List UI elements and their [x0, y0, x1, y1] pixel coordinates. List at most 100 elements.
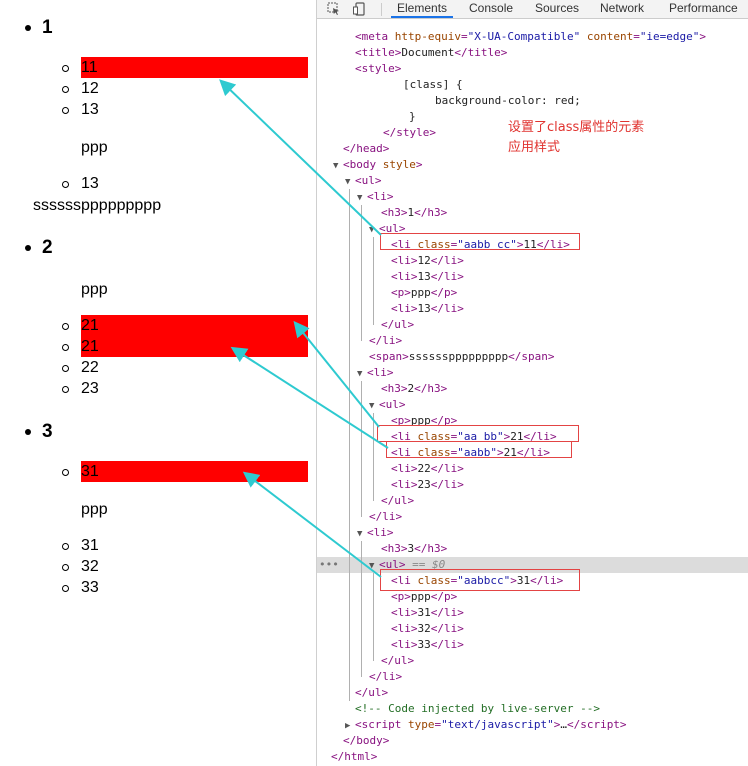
list-bullet [62, 65, 69, 72]
list-bullet [62, 344, 69, 351]
toolbar-divider [381, 3, 382, 16]
list-bullet [25, 25, 31, 31]
dom-node-li-aabb[interactable]: <li class="aabb">21</li> [391, 446, 550, 459]
rendered-page: 1 11 12 13 ppp 13 ssssssppppppppp 2 ppp … [0, 0, 316, 766]
list-bullet [25, 429, 31, 435]
dom-node-meta[interactable]: <meta http-equiv="X-UA-Compatible" conte… [355, 30, 707, 43]
dom-node-li-aabbcc[interactable]: <li class="aabbcc">31</li> [391, 574, 564, 587]
tab-elements[interactable]: Elements [391, 0, 454, 18]
dom-node-ul[interactable]: ▼<ul> [345, 174, 382, 187]
dom-node-p[interactable]: <p>ppp</p> [391, 286, 458, 299]
highlight-box-aa-bb [377, 425, 579, 442]
list-bullet [62, 585, 69, 592]
section-heading-1: 1 [42, 17, 53, 38]
list-bullet [62, 323, 69, 330]
css-close-brace: } [409, 110, 416, 123]
dom-node-li[interactable]: ▼<li> [357, 526, 394, 539]
dom-node-li-aa-bb[interactable]: <li class="aa bb">21</li> [391, 430, 557, 443]
paragraph-ppp: ppp [81, 281, 108, 298]
list-bullet [62, 181, 69, 188]
tab-console[interactable]: Console [469, 1, 514, 15]
list-item-21a: 21 [81, 315, 308, 336]
dom-node-h3-3[interactable]: <h3>3</h3> [381, 542, 448, 555]
dom-node-li-23[interactable]: <li>23</li> [391, 478, 464, 491]
dom-node-li-22[interactable]: <li>22</li> [391, 462, 464, 475]
highlight-box-aabb [386, 441, 572, 458]
dom-node-p[interactable]: <p>ppp</p> [391, 414, 458, 427]
dom-node-style-close: </style> [383, 126, 436, 139]
tree-guide [373, 413, 374, 501]
dom-node-ul-close: </ul> [381, 318, 415, 331]
tab-performance[interactable]: Performance [669, 1, 738, 15]
dom-node-li-32[interactable]: <li>32</li> [391, 622, 464, 635]
tab-network[interactable]: Network [600, 1, 645, 15]
list-item-31: 31 [81, 461, 308, 482]
dom-node-style[interactable]: <style> [355, 62, 402, 75]
dom-node-html-close: </html> [331, 750, 378, 763]
dom-node-li-12[interactable]: <li>12</li> [391, 254, 464, 267]
devtools-panel: Elements Console Sources Network Perform… [316, 0, 748, 766]
list-item-11: 11 [81, 57, 308, 78]
dom-node-body[interactable]: ▼<body style> [333, 158, 423, 171]
list-bullet [25, 245, 31, 251]
dom-node-li-aabb-cc[interactable]: <li class="aabb cc">11</li> [391, 238, 570, 251]
dom-node-h3-2[interactable]: <h3>2</h3> [381, 382, 448, 395]
list-bullet [62, 386, 69, 393]
dom-node-li[interactable]: ▼<li> [357, 366, 394, 379]
tree-guide [373, 573, 374, 661]
dom-node-li-close: </li> [369, 670, 403, 683]
dom-node-li-31[interactable]: <li>31</li> [391, 606, 464, 619]
dom-node-li-33[interactable]: <li>33</li> [391, 638, 464, 651]
tree-guide [349, 189, 350, 701]
device-toggle-icon[interactable] [353, 2, 367, 16]
list-item-12: 12 [81, 80, 99, 97]
highlight-box-aabb-cc [380, 233, 580, 250]
highlight-box-aabbcc [380, 569, 580, 591]
list-bullet [62, 365, 69, 372]
dom-node-p[interactable]: <p>ppp</p> [391, 590, 458, 603]
dom-node-comment[interactable]: <!-- Code injected by live-server --> [355, 702, 601, 715]
list-item-32: 32 [81, 558, 99, 575]
section-heading-2: 2 [42, 237, 53, 258]
paragraph-ppp: ppp [81, 501, 108, 518]
list-item-31b: 31 [81, 537, 99, 554]
list-item-22: 22 [81, 359, 99, 376]
dom-node-ul-close: </ul> [381, 494, 415, 507]
section-heading-3: 3 [42, 421, 53, 442]
list-bullet [62, 469, 69, 476]
list-bullet [62, 543, 69, 550]
dom-node-li-13b[interactable]: <li>13</li> [391, 302, 464, 315]
list-item-21b: 21 [81, 336, 308, 357]
css-declaration: background-color: red; [435, 94, 581, 107]
list-bullet [62, 107, 69, 114]
tree-guide [373, 237, 374, 325]
annotation-note: 设置了class属性的元素 应用样式 [508, 118, 644, 158]
tab-sources[interactable]: Sources [535, 1, 580, 15]
dom-node-ul[interactable]: ▼<ul> [369, 398, 406, 411]
dom-node-li-close: </li> [369, 510, 403, 523]
dom-node-ul-close: </ul> [355, 686, 389, 699]
devtools-toolbar: Elements Console Sources Network Perform… [317, 0, 748, 19]
more-actions-icon[interactable]: ••• [319, 558, 339, 571]
dom-node-body-close: </body> [343, 734, 390, 747]
dom-node-h3-1[interactable]: <h3>1</h3> [381, 206, 448, 219]
list-bullet [62, 564, 69, 571]
cursor-select-icon[interactable] [327, 2, 341, 16]
tree-guide [361, 205, 362, 341]
list-item-33: 33 [81, 579, 99, 596]
list-item-23: 23 [81, 380, 99, 397]
dom-node-span[interactable]: <span>ssssssppppppppp</span> [369, 350, 555, 363]
annotation-note-line2: 应用样式 [508, 140, 561, 155]
dom-node-li-13[interactable]: <li>13</li> [391, 270, 464, 283]
dom-node-ul-close: </ul> [381, 654, 415, 667]
dom-node-li[interactable]: ▼<li> [357, 190, 394, 203]
dom-node-script[interactable]: ▶<script type="text/javascript">…</scrip… [345, 718, 627, 731]
list-bullet [62, 86, 69, 93]
css-selector: [class] { [403, 78, 463, 91]
dom-node-title[interactable]: <title>Document</title> [355, 46, 508, 59]
span-text: ssssssppppppppp [33, 197, 162, 214]
dom-node-li-close: </li> [369, 334, 403, 347]
tree-guide [361, 541, 362, 677]
list-item-13b: 13 [81, 175, 99, 192]
list-item-13: 13 [81, 101, 99, 118]
